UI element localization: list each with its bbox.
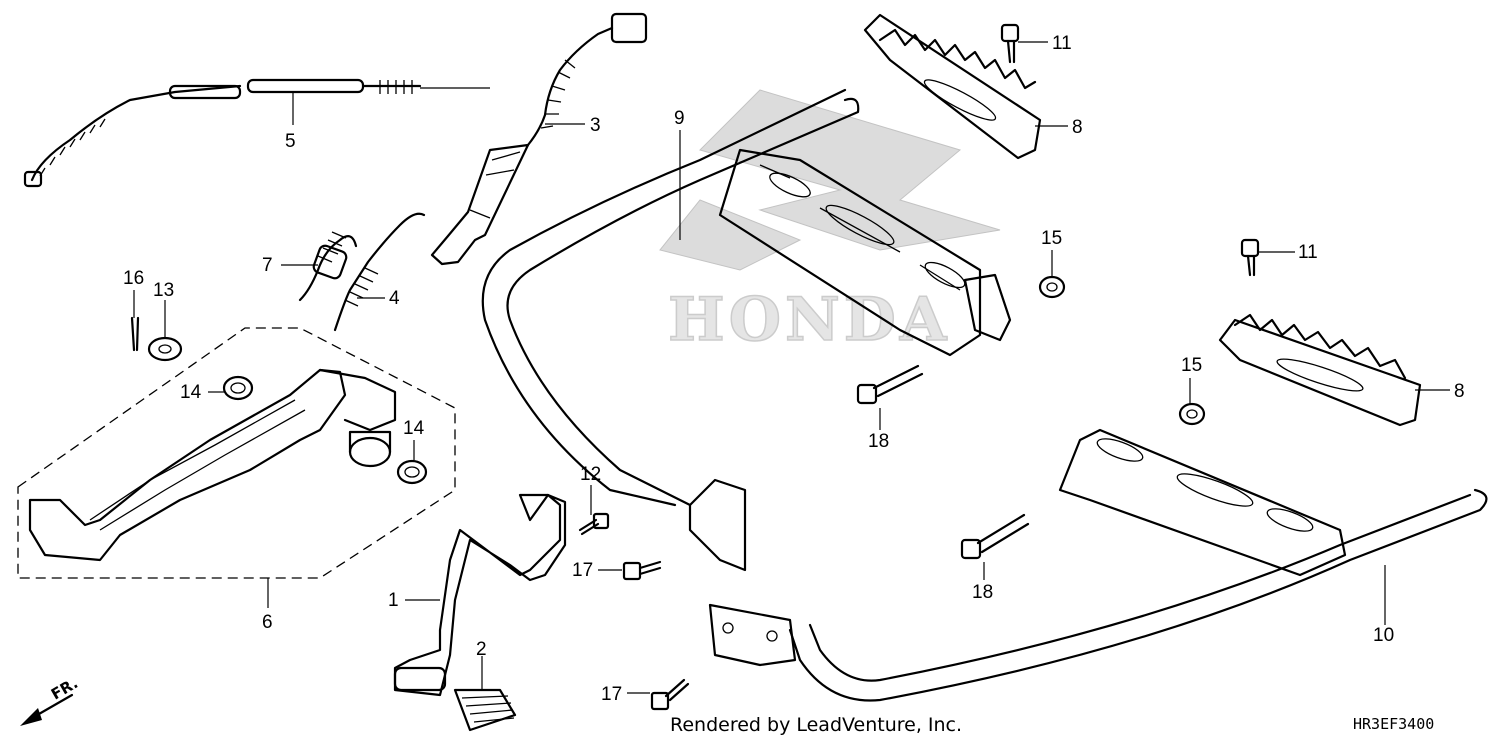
brake-pedal[interactable] [393,493,567,697]
washer-13[interactable] [147,336,183,362]
return-spring-4[interactable] [333,212,426,332]
callout-15a: 15 [1041,228,1062,249]
callout-3: 3 [590,115,601,136]
brake-pedal-arm[interactable] [28,368,397,562]
brake-switch[interactable] [430,12,648,266]
bushing-14a[interactable] [222,375,254,401]
callout-6: 6 [262,612,273,633]
watermark-brand: HONDA [668,285,950,355]
callout-15b: 15 [1181,355,1202,376]
callout-2: 2 [476,639,487,660]
callout-7: 7 [262,255,273,276]
callout-18b: 18 [972,582,993,603]
direction-label: FR. [48,674,81,703]
bolt-11b[interactable] [1240,238,1260,277]
callout-13: 13 [153,280,174,301]
callout-17b: 17 [601,684,622,705]
cotter-pin[interactable] [130,316,140,352]
callout-14a: 14 [180,382,202,403]
callout-labels: 5 3 7 4 16 13 14 14 6 1 2 12 17 17 9 11 … [123,33,1465,705]
step-bar-right[interactable] [708,428,1488,702]
callout-12: 12 [580,464,601,485]
render-credit: Rendered by LeadVenture, Inc. [670,714,962,736]
bolt-18b[interactable] [960,513,1030,560]
nut-15b[interactable] [1178,402,1206,426]
nut-15a[interactable] [1038,275,1066,299]
callout-16: 16 [123,268,144,289]
callout-8a: 8 [1072,117,1083,138]
return-spring-7[interactable] [298,231,358,302]
honda-watermark: HONDA [659,89,1001,356]
callout-5: 5 [285,131,296,152]
diagram-code: HR3EF3400 [1353,715,1434,733]
callout-10: 10 [1373,625,1394,646]
footpeg-plate-upper[interactable] [863,13,1042,160]
leader-lines [133,41,1450,694]
callout-18a: 18 [868,431,889,452]
brake-cable[interactable] [23,78,490,188]
pedal-rubber[interactable] [453,688,517,732]
bushing-14b[interactable] [396,459,428,485]
step-bar-left[interactable] [481,88,1012,572]
callout-1: 1 [388,590,399,611]
callout-9: 9 [674,108,685,129]
callout-8b: 8 [1454,381,1465,402]
callout-14b: 14 [403,418,425,439]
bolt-12[interactable] [578,512,610,536]
callout-17a: 17 [572,560,593,581]
bolt-17b[interactable] [650,678,690,711]
callout-4: 4 [389,288,400,309]
bolt-11a[interactable] [1000,23,1020,64]
front-direction-arrow: FR. [20,674,81,726]
footpeg-plate-lower[interactable] [1218,313,1422,427]
bolt-17a[interactable] [622,560,662,581]
bolt-18a[interactable] [856,364,924,405]
callout-11a: 11 [1052,33,1072,54]
callout-11b: 11 [1298,242,1318,263]
pedal-assembly-frame [17,327,456,579]
